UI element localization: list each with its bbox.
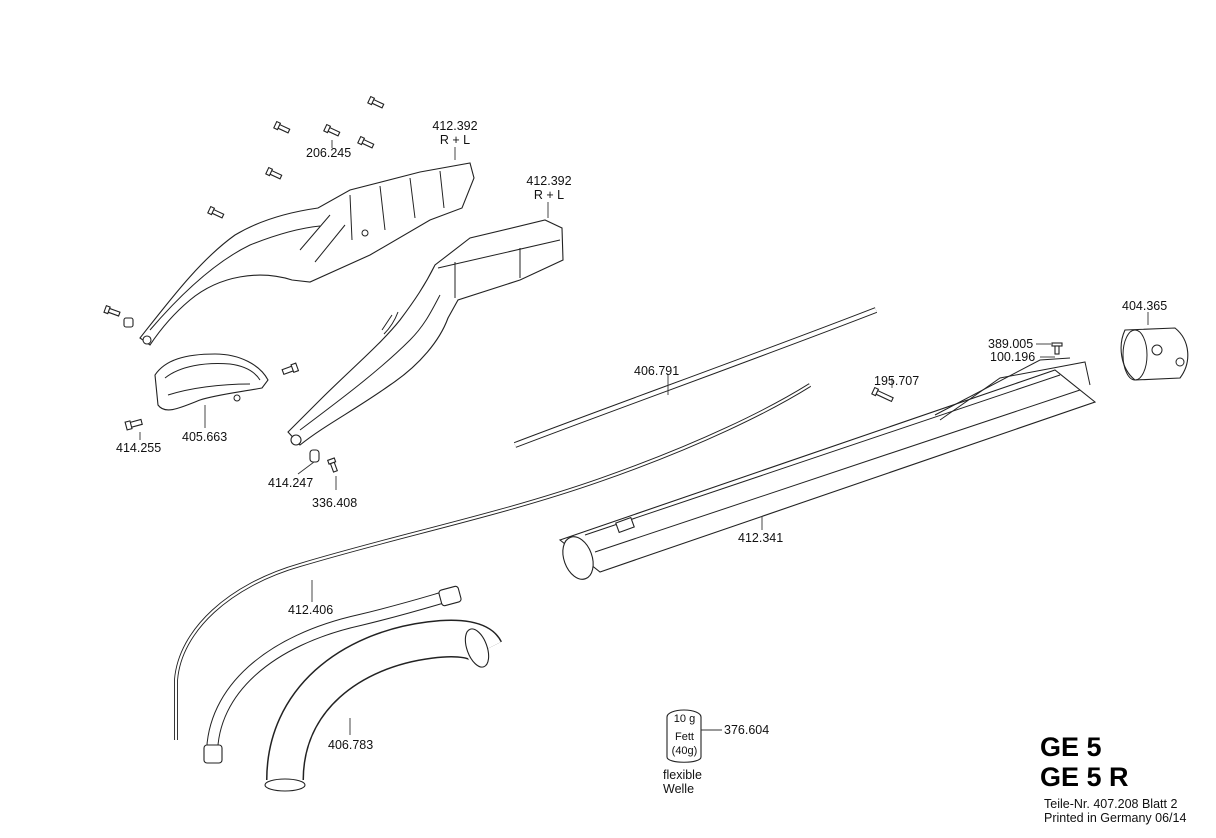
footer-part-number: Teile-Nr. 407.208 Blatt 2	[1044, 797, 1178, 811]
label-412-406: 412.406	[288, 603, 334, 617]
hose-406-783	[264, 619, 502, 792]
handle-clip-405-663	[154, 353, 269, 428]
label-412-392-right-side: R + L	[533, 188, 565, 202]
label-412-392-left-side: R + L	[439, 133, 471, 147]
model-title-line1: GE 5	[1040, 732, 1102, 762]
grease-tub-376-604	[666, 709, 722, 763]
screw-336-408	[326, 457, 339, 490]
label-414-255: 414.255	[116, 441, 162, 455]
hose-fitting	[203, 585, 462, 764]
label-206-245: 206.245	[306, 146, 352, 160]
housing-left-412-392	[139, 147, 475, 346]
label-grease-name: Fett	[675, 731, 694, 743]
screws-206-245	[207, 95, 385, 219]
label-406-791: 406.791	[634, 364, 680, 378]
label-412-392-right: 412.392	[526, 174, 572, 188]
label-412-392-left: 412.392	[432, 119, 478, 133]
clip-ring-404-365	[1120, 312, 1189, 381]
label-389-005: 389.005	[988, 337, 1034, 351]
label-376-604: 376.604	[724, 723, 770, 737]
label-412-341: 412.341	[738, 531, 784, 545]
tube-412-341	[558, 357, 1097, 580]
label-406-783: 406.783	[328, 738, 374, 752]
label-336-408: 336.408	[312, 496, 358, 510]
screws-389-005-100-196	[1036, 342, 1063, 358]
screw-handle	[281, 362, 300, 376]
label-195-707: 195.707	[874, 374, 920, 388]
label-grease-note-1: flexible	[663, 768, 702, 782]
label-405-663: 405.663	[182, 430, 228, 444]
model-title-line2: GE 5 R	[1040, 762, 1129, 792]
label-grease-amount: (40g)	[671, 745, 698, 757]
label-404-365: 404.365	[1122, 299, 1168, 313]
shaft-rod-406-791	[513, 307, 878, 448]
label-grease-note-2: Welle	[663, 782, 695, 796]
pin-195-707	[871, 378, 894, 403]
footer-printed: Printed in Germany 06/14	[1044, 811, 1187, 825]
label-100-196: 100.196	[990, 350, 1036, 364]
screw-and-sleeve-left	[103, 304, 134, 328]
housing-right-412-392	[287, 202, 564, 446]
sleeve-414-247	[297, 449, 320, 475]
label-414-247: 414.247	[268, 476, 314, 490]
label-grease-qty: 10 g	[673, 713, 696, 725]
cable-412-406	[174, 383, 812, 740]
screw-414-255	[124, 418, 143, 440]
